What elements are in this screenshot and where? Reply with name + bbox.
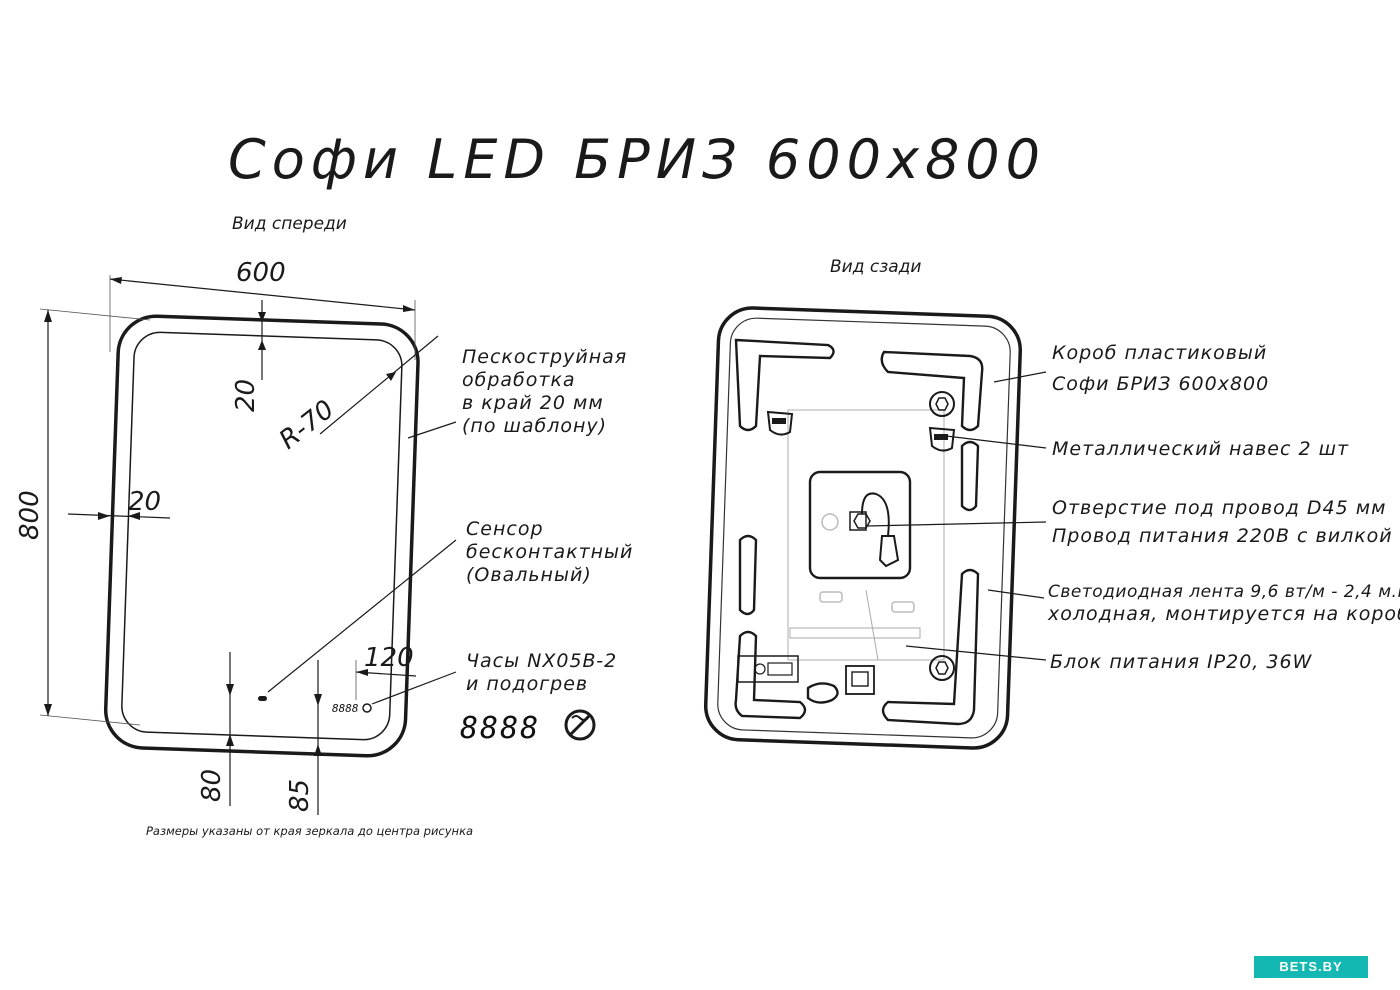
dim-height-value: 800	[15, 490, 45, 540]
mirror-clock-digits: 8888	[332, 702, 359, 715]
leader-psu	[905, 645, 1047, 661]
heating-icon	[564, 709, 596, 741]
dim-frame-top-value: 20	[231, 379, 261, 412]
power-cord-icon	[821, 492, 900, 568]
dim-width-value: 600	[236, 258, 286, 288]
svg-text:Отверстие под провод D45 мм: Отверстие под провод D45 мм	[1052, 497, 1386, 519]
power-supply-icon	[737, 655, 875, 695]
leader-led	[987, 589, 1045, 599]
leader-sensor	[267, 539, 457, 693]
note-hanger: Металлический навес 2 шт	[1052, 438, 1349, 460]
sensor-oval-icon	[258, 696, 267, 701]
front-mirror	[103, 314, 420, 758]
drawing-title: Софи LED БРИЗ 600x800	[228, 128, 1046, 191]
leader-clock	[371, 671, 457, 705]
nut-icon	[929, 391, 955, 681]
connector-icon	[819, 591, 915, 613]
note-psu: Блок питания IP20, 36W	[1050, 651, 1313, 673]
led-strip	[789, 627, 921, 639]
sandblast-border	[121, 331, 403, 741]
svg-text:(по шаблону): (по шаблону)	[462, 415, 607, 437]
back-view-label: Вид сзади	[830, 257, 921, 277]
svg-text:(Овальный): (Овальный)	[466, 564, 592, 586]
footnote: Размеры указаны от края зеркала до центр…	[146, 824, 473, 838]
note-sandblast: Пескоструйная обработка в край 20 мм (по…	[462, 346, 627, 437]
dim-sensor-bottom	[226, 652, 234, 806]
svg-text:Провод питания 220В с вилкой: Провод питания 220В с вилкой	[1052, 525, 1393, 547]
svg-text:обработка: обработка	[462, 369, 576, 391]
svg-text:Короб пластиковый: Короб пластиковый	[1052, 342, 1267, 364]
dim-frame-side	[67, 512, 171, 520]
note-clock: Часы NX05B-2 и подогрев	[466, 650, 617, 695]
svg-text:Софи БРИЗ 600x800: Софи БРИЗ 600x800	[1052, 373, 1269, 395]
svg-text:холодная, монтируется на короб: холодная, монтируется на короб	[1047, 603, 1400, 625]
note-led: Светодиодная лента 9,6 вт/м - 2,4 м.п. х…	[1047, 582, 1400, 625]
dim-width	[109, 275, 416, 360]
svg-text:в край 20 мм: в край 20 мм	[462, 392, 604, 414]
leader-wire	[865, 521, 1047, 527]
box-slots	[734, 338, 984, 726]
note-sensor: Сенсор бесконтактный (Овальный)	[466, 518, 633, 586]
svg-text:бесконтактный: бесконтактный	[466, 541, 633, 563]
leader-hanger	[945, 435, 1047, 449]
mirror-outline	[103, 314, 420, 758]
dim-clock-bottom	[314, 660, 322, 815]
leader-box	[993, 371, 1047, 383]
dim-height	[39, 308, 151, 726]
watermark-badge: BETS.BY	[1254, 956, 1368, 978]
heating-small-icon	[362, 703, 372, 713]
clock-display-digits: 8888	[460, 711, 540, 746]
note-wire: Отверстие под провод D45 мм Провод питан…	[1052, 497, 1393, 547]
svg-text:Пескоструйная: Пескоструйная	[462, 346, 627, 368]
dim-clock-offset-value: 120	[364, 643, 414, 673]
leader-sandblast	[407, 421, 457, 439]
dim-radius	[319, 335, 439, 435]
dim-frame-top	[258, 300, 266, 380]
svg-text:и подогрев: и подогрев	[466, 673, 588, 695]
note-box: Короб пластиковый Софи БРИЗ 600x800	[1052, 342, 1269, 395]
wire-line	[865, 589, 879, 661]
dim-clock-offset	[355, 660, 417, 700]
svg-text:Часы NX05B-2: Часы NX05B-2	[466, 650, 617, 672]
svg-text:Светодиодная лента 9,6 вт/м -: Светодиодная лента 9,6 вт/м - 2,4 м.п.	[1048, 582, 1400, 602]
hanger-icon	[766, 410, 956, 452]
back-box	[703, 306, 1023, 750]
dim-frame-side-value: 20	[128, 487, 161, 517]
front-view-label: Вид спереди	[232, 214, 347, 234]
dim-sensor-bottom-value: 80	[197, 769, 227, 802]
svg-text:Сенсор: Сенсор	[466, 518, 544, 540]
dim-radius-value: R-70	[274, 395, 340, 456]
dim-clock-bottom-value: 85	[285, 779, 315, 812]
